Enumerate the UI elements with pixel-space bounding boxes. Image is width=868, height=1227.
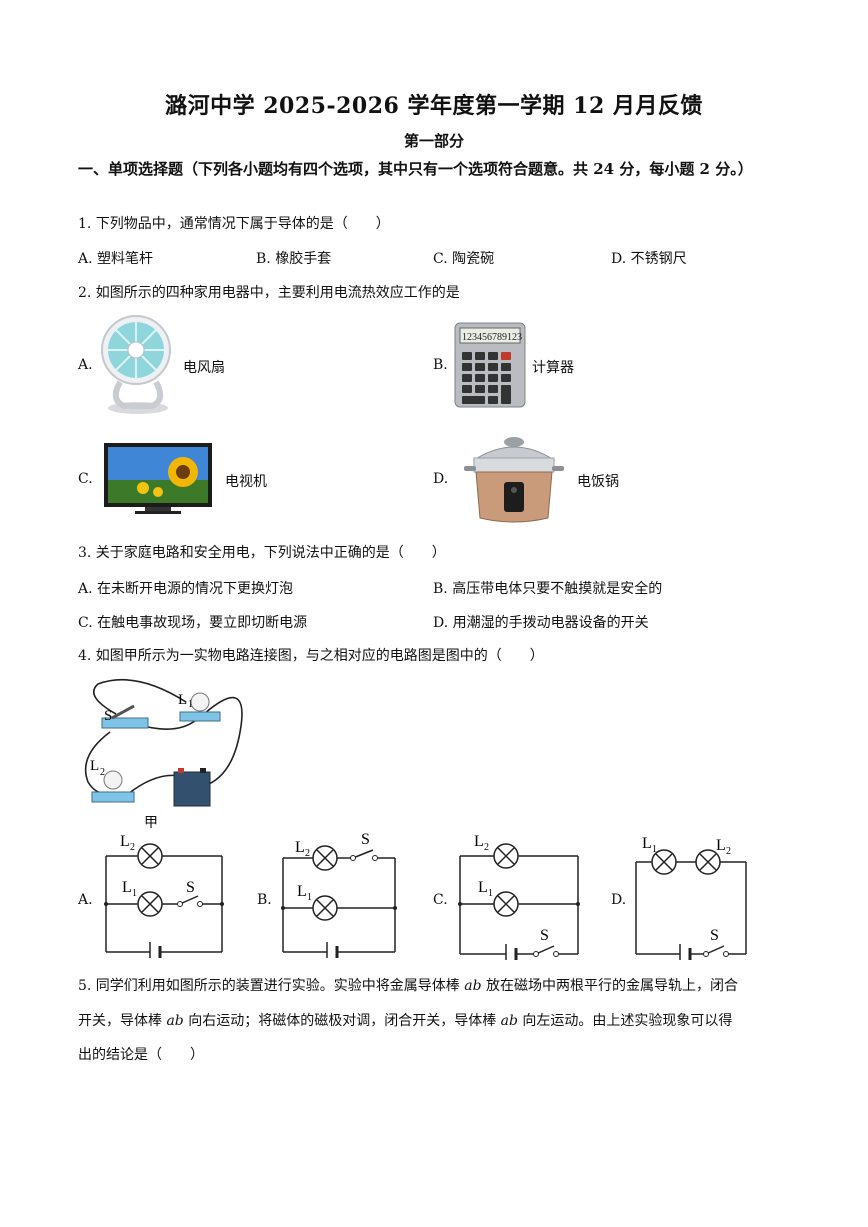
q5-text: 5. 同学们利用如图所示的装置进行实验。实验中将金属导体棒 — [78, 978, 465, 994]
diagram-b-label-l1-sub: 1 — [307, 892, 312, 903]
calculator-image: 123456789123 — [454, 322, 526, 408]
figure-jia-caption: 甲 — [144, 815, 158, 831]
diagram-d-label-l1: L — [642, 835, 652, 852]
diagram-a-label-s: S — [186, 879, 195, 896]
diagram-a-label-l1: L — [122, 879, 132, 896]
q5-text: 放在磁场中两根平行的金属导轨上，闭合 — [481, 978, 739, 994]
rice-cooker-image — [464, 437, 564, 523]
question-2-caption-c: 电视机 — [225, 474, 267, 490]
diagram-d-label-l2-sub: 2 — [726, 846, 731, 857]
tv-image — [104, 443, 212, 514]
diagram-d-label-l2: L — [716, 837, 726, 854]
question-1-stem: 1. 下列物品中，通常情况下属于导体的是（ ） — [78, 216, 390, 232]
diagram-d-label-s: S — [710, 927, 719, 944]
circuit-diagram-d: L 1 L 2 S — [635, 835, 747, 960]
question-3-option-b: B. 高压带电体只要不触摸就是安全的 — [433, 581, 663, 597]
calculator-keys — [462, 352, 511, 404]
question-1-option-b: B. 橡胶手套 — [256, 251, 332, 267]
question-2-option-c-letter: C. — [78, 471, 93, 487]
q5-text: 向左运动。由上述实验现象可以得 — [517, 1013, 733, 1029]
diagram-c-label-l1: L — [478, 879, 488, 896]
question-4-stem: 4. 如图甲所示为一实物电路连接图，与之相对应的电路图是图中的（ ） — [78, 648, 544, 664]
question-4-option-a: A. — [78, 892, 93, 908]
diagram-c-label-l1-sub: 1 — [488, 888, 493, 899]
part-heading: 第一部分 — [403, 132, 464, 150]
diagram-a-label-l1-sub: 1 — [132, 888, 137, 899]
question-1-option-a: A. 塑料笔杆 — [78, 251, 154, 267]
question-3-option-a: A. 在未断开电源的情况下更换灯泡 — [78, 581, 294, 597]
circuit-diagram-c: L 2 L 1 S — [458, 833, 580, 960]
diagram-d-label-l1-sub: 1 — [652, 844, 657, 855]
question-4-option-d: D. — [611, 892, 627, 908]
section-heading: 一、单项选择题（下列各小题均有四个选项，其中只有一个选项符合题意。共 24 分，… — [78, 160, 753, 178]
diagram-c-label-s: S — [540, 927, 549, 944]
physical-label-l1-sub: 1 — [188, 699, 193, 710]
question-4-option-c: C. — [433, 892, 448, 908]
question-3-option-c: C. 在触电事故现场，要立即切断电源 — [78, 615, 308, 631]
physical-label-l1: L — [178, 692, 187, 708]
physical-circuit-figure: S L 1 L 2 — [84, 678, 243, 807]
question-2-caption-b: 计算器 — [532, 360, 574, 376]
circuit-diagram-b: L 2 S L 1 — [281, 831, 397, 958]
diagram-c-label-l2: L — [474, 833, 484, 850]
question-1-option-d: D. 不锈钢尺 — [611, 251, 687, 267]
question-1-option-c: C. 陶瓷碗 — [433, 251, 495, 267]
question-3-stem: 3. 关于家庭电路和安全用电，下列说法中正确的是（ ） — [78, 545, 446, 561]
q5-ab: ab — [500, 1013, 518, 1029]
circuit-diagram-a: L 2 L 1 S — [104, 833, 224, 958]
question-2-stem: 2. 如图所示的四种家用电器中，主要利用电流热效应工作的是 — [78, 285, 460, 301]
fan-image — [101, 315, 171, 414]
diagram-b-label-l2-sub: 2 — [305, 848, 310, 859]
diagram-c-label-l2-sub: 2 — [484, 842, 489, 853]
question-2-caption-a: 电风扇 — [183, 360, 225, 376]
physical-label-s: S — [104, 708, 112, 724]
q5-text: 开关，导体棒 — [78, 1013, 167, 1029]
q5-text: 向右运动；将磁体的磁极对调，闭合开关，导体棒 — [183, 1013, 501, 1029]
question-2-caption-d: 电饭锅 — [577, 474, 619, 490]
physical-label-l2-sub: 2 — [100, 767, 105, 778]
question-5-line-2: 开关，导体棒 ab 向右运动；将磁体的磁极对调，闭合开关，导体棒 ab 向左运动… — [78, 1011, 732, 1031]
page-title: 潞河中学 2025-2026 学年度第一学期 12 月月反馈 — [165, 93, 703, 119]
question-2-option-d-letter: D. — [433, 471, 449, 487]
question-4-option-b: B. — [257, 892, 272, 908]
diagram-a-label-l2: L — [120, 833, 130, 850]
question-5-line-3: 出的结论是（ ） — [78, 1047, 204, 1063]
question-3-option-d: D. 用潮湿的手拨动电器设备的开关 — [433, 615, 649, 631]
diagram-b-label-l1: L — [297, 883, 307, 900]
calculator-display: 123456789123 — [462, 332, 522, 343]
question-2-option-b-letter: B. — [433, 357, 448, 373]
q5-ab: ab — [464, 978, 482, 994]
question-2-option-a-letter: A. — [78, 357, 93, 373]
question-5-line-1: 5. 同学们利用如图所示的装置进行实验。实验中将金属导体棒 ab 放在磁场中两根… — [78, 976, 738, 996]
physical-label-l2: L — [90, 758, 99, 774]
diagram-a-label-l2-sub: 2 — [130, 842, 135, 853]
diagram-b-label-s: S — [361, 831, 370, 848]
diagram-b-label-l2: L — [295, 839, 305, 856]
q5-ab: ab — [166, 1013, 184, 1029]
